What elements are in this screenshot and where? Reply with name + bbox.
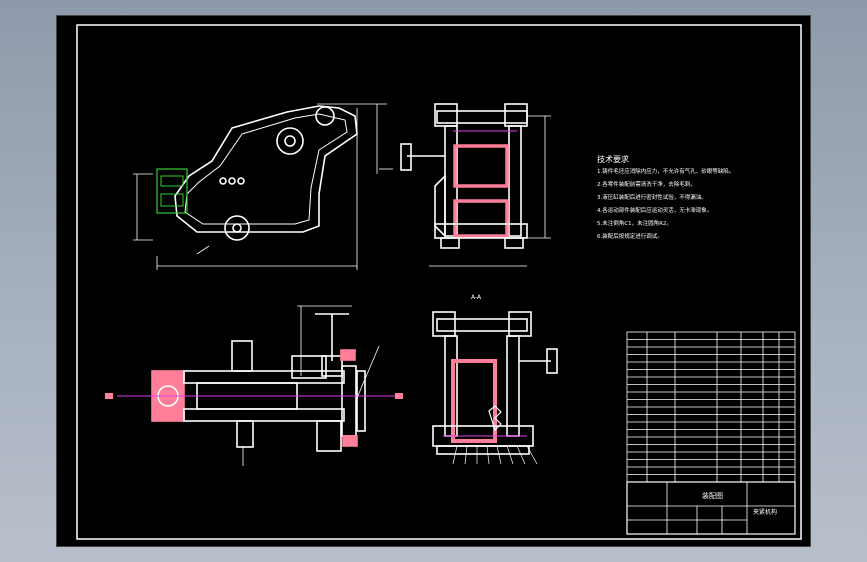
notes-line: 3.液压缸装配后进行密封性试验，不得漏油。 (597, 193, 707, 201)
section-marker (105, 393, 113, 399)
body-rail (183, 370, 345, 384)
section-view: A-A (432, 294, 558, 465)
handwheel (546, 348, 558, 374)
cylinder-highlight (451, 359, 497, 443)
section-marker (395, 393, 403, 399)
notes-line: 5.未注倒角C1，未注圆角R2。 (597, 219, 672, 227)
body-rail (183, 408, 345, 422)
column-right (508, 125, 522, 237)
title-drawing-name: 装配图 (702, 491, 723, 500)
pin (228, 177, 236, 185)
pulley (224, 215, 250, 241)
link-plate-inner (184, 113, 348, 225)
tech-notes: 技术要求 1.铸件毛坯应消除内应力，不允许有气孔、砂眼等缺陷。 2.各零件装配前… (597, 154, 734, 240)
top-beam (436, 318, 528, 332)
section-label: A-A (471, 294, 482, 301)
notes-line: 6.装配后按规定进行调试。 (597, 232, 663, 240)
clamp-jaw (434, 174, 446, 238)
title-block (626, 481, 796, 535)
assembly-drawing: 技术要求 1.铸件毛坯应消除内应力，不允许有气孔、砂眼等缺陷。 2.各零件装配前… (76, 24, 802, 540)
top-beam (436, 110, 528, 124)
notes-line: 2.各零件装配前需清洗干净，去除毛刺。 (597, 180, 696, 188)
clamp-block (156, 168, 188, 214)
pulley (276, 127, 304, 155)
inner-frame (76, 24, 802, 540)
pin (219, 177, 227, 185)
handwheel (400, 143, 412, 171)
column-right (506, 335, 520, 437)
side-view (133, 103, 393, 270)
link-plate-outline (174, 105, 358, 233)
notes-line: 4.各运动部件装配后应运动灵活，无卡滞现象。 (597, 206, 712, 214)
parts-rows (627, 339, 795, 483)
drawing-sheet: 技术要求 1.铸件毛坯应消除内应力，不允许有气孔、砂眼等缺陷。 2.各零件装配前… (56, 15, 811, 547)
parts-list: 装配图 夹紧机构 (626, 331, 796, 535)
pulley (315, 106, 335, 126)
top-view (105, 305, 403, 466)
ratchet (488, 405, 502, 432)
front-view (400, 103, 551, 267)
cylinder-highlight (453, 144, 509, 188)
notes-line: 1.铸件毛坯应消除内应力，不允许有气孔、砂眼等缺陷。 (597, 167, 734, 175)
title-subtitle: 夹紧机构 (753, 508, 777, 516)
notes-heading: 技术要求 (597, 154, 629, 164)
pin (237, 177, 245, 185)
base-plate (434, 223, 528, 239)
